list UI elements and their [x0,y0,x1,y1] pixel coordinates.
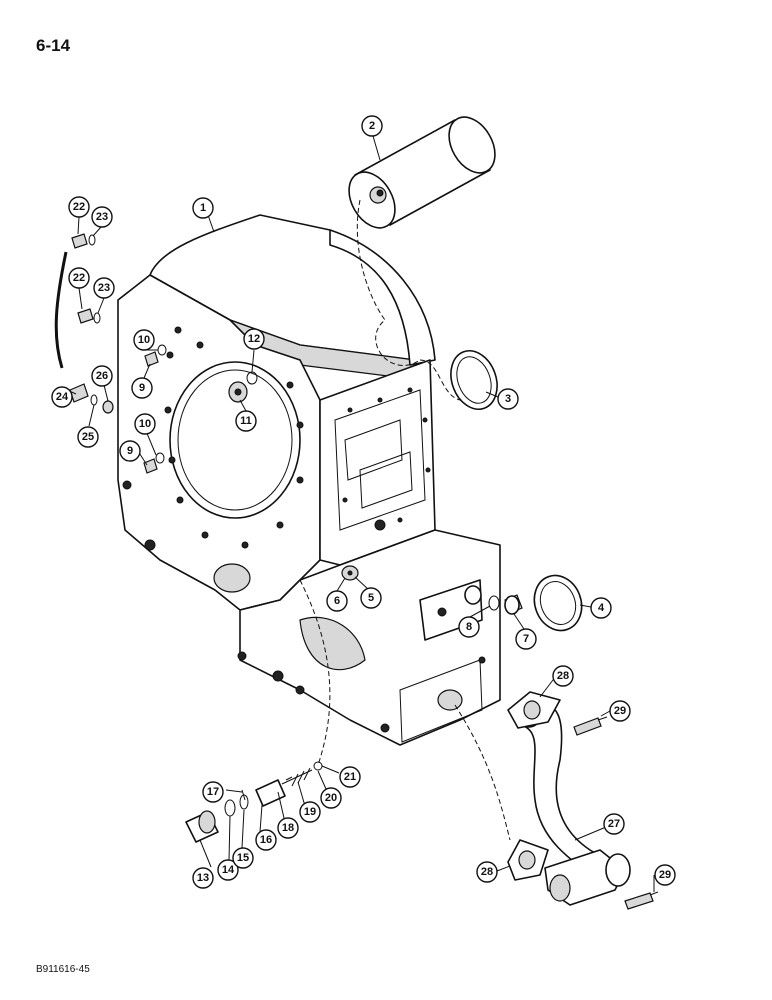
callout-25: 25 [77,426,99,448]
callout-12: 12 [243,328,265,350]
svg-text:7: 7 [523,633,529,645]
svg-text:20: 20 [325,792,337,804]
svg-text:22: 22 [73,272,85,284]
valve-spool-assembly [185,579,331,843]
callout-15: 15 [232,847,254,869]
oil-filter [348,116,496,366]
svg-text:13: 13 [197,872,209,884]
svg-text:8: 8 [466,621,472,633]
callout-29-upper: 29 [609,700,631,722]
svg-text:10: 10 [138,334,150,346]
leader-lines [66,135,655,892]
svg-text:17: 17 [207,786,219,798]
callout-6: 6 [326,590,348,612]
page-number: 6-14 [36,36,71,55]
svg-text:4: 4 [598,602,605,614]
callout-9-upper: 9 [131,377,153,399]
callout-10-lower: 10 [134,413,156,435]
seal-4 [533,574,583,632]
callout-19: 19 [299,801,321,823]
svg-text:23: 23 [96,211,108,223]
callout-23-upper: 23 [91,206,113,228]
figure-code: B911616-45 [36,964,90,975]
callout-28-upper: 28 [552,665,574,687]
svg-text:9: 9 [139,382,145,394]
svg-text:3: 3 [505,393,511,405]
svg-text:28: 28 [557,670,569,682]
callout-4: 4 [590,597,612,619]
svg-text:9: 9 [127,445,133,457]
callout-20: 20 [320,787,342,809]
callout-11: 11 [235,410,257,432]
svg-text:21: 21 [344,771,356,783]
callout-24: 24 [51,386,73,408]
svg-text:23: 23 [98,282,110,294]
svg-text:25: 25 [82,431,94,443]
callout-5: 5 [360,587,382,609]
callout-16: 16 [255,829,277,851]
svg-text:28: 28 [481,866,493,878]
svg-text:11: 11 [240,415,252,427]
callout-17: 17 [202,781,224,803]
svg-text:12: 12 [248,333,260,345]
svg-text:29: 29 [659,869,671,881]
callout-8: 8 [458,616,480,638]
callout-3: 3 [497,388,519,410]
callout-28-lower: 28 [476,861,498,883]
callout-1: 1 [192,197,214,219]
svg-text:1: 1 [200,202,206,214]
callout-10-upper: 10 [133,329,155,351]
svg-text:6: 6 [334,595,340,607]
callout-22-lower: 22 [68,267,90,289]
seal-3 [419,350,498,410]
callout-14: 14 [217,859,239,881]
bolts-29 [573,716,659,910]
svg-text:14: 14 [222,864,235,876]
svg-text:2: 2 [369,120,375,132]
svg-text:24: 24 [56,391,69,403]
svg-text:26: 26 [96,370,108,382]
svg-text:15: 15 [237,852,249,864]
plug-11-ring-12 [228,371,258,403]
svg-text:27: 27 [608,818,620,830]
svg-text:22: 22 [73,201,85,213]
gasket-28-upper [507,691,561,729]
callout-29-lower: 29 [654,864,676,886]
plug-5 [341,565,359,581]
svg-text:29: 29 [614,705,626,717]
callout-7: 7 [515,628,537,650]
callout-9-lower: 9 [119,440,141,462]
svg-text:19: 19 [304,806,316,818]
fittings-9-10 [143,344,167,474]
callout-21: 21 [339,766,361,788]
callout-13: 13 [192,867,214,889]
transmission-housing [117,214,501,746]
callout-27: 27 [603,813,625,835]
fittings-22-26 [54,233,114,414]
callout-18: 18 [277,817,299,839]
svg-text:16: 16 [260,834,272,846]
plug-7-with-ring-8 [488,594,523,615]
svg-text:18: 18 [282,822,294,834]
callout-2: 2 [361,115,383,137]
gasket-28-lower [507,839,549,881]
callout-23-lower: 23 [93,277,115,299]
svg-text:5: 5 [368,592,374,604]
callout-22-upper: 22 [68,196,90,218]
callout-26: 26 [91,365,113,387]
svg-text:10: 10 [139,418,151,430]
